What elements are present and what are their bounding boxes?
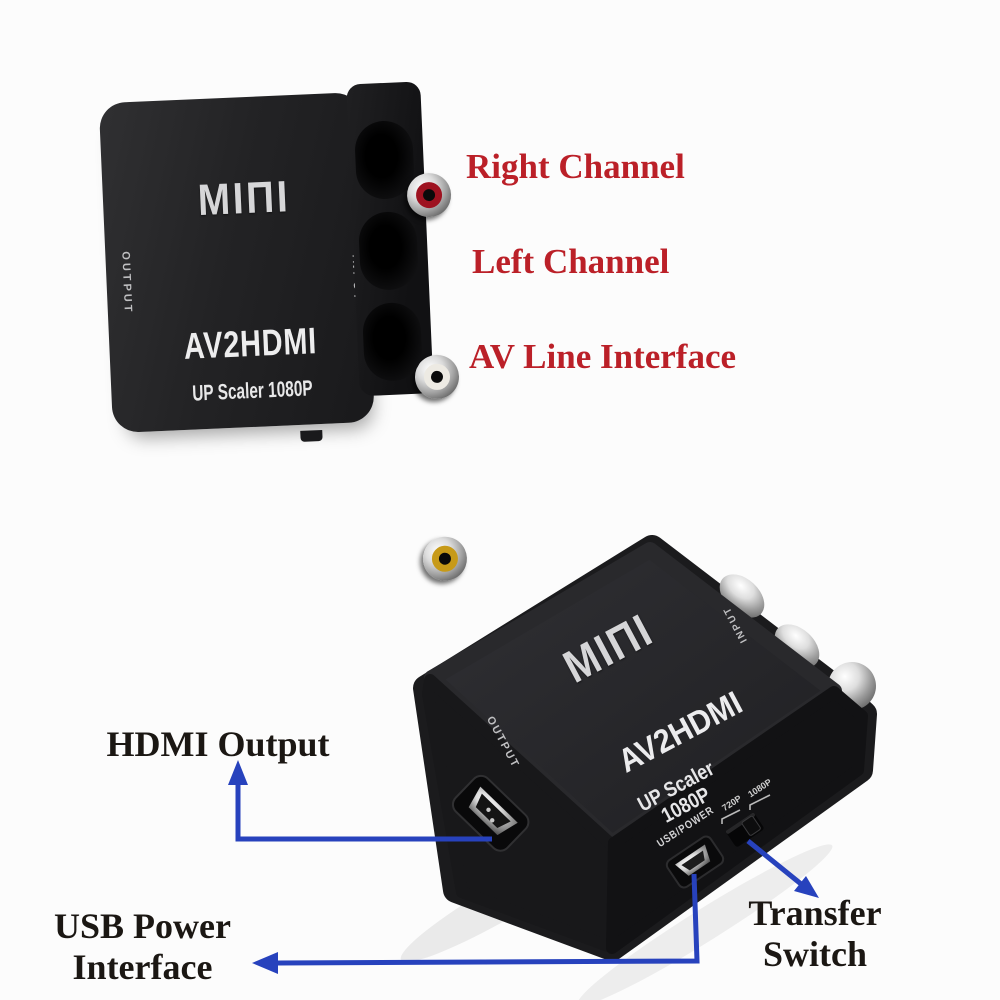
input-side-label: INPUT xyxy=(721,603,750,645)
hdmi-output-arrow xyxy=(228,760,492,842)
rca-recess xyxy=(361,301,468,582)
annotation-hdmi-output: HDMI Output xyxy=(106,724,330,764)
annotation-left-channel: Left Channel xyxy=(472,242,670,281)
device-tab xyxy=(300,429,323,442)
rca-input-panel xyxy=(346,81,468,582)
annotation-right-channel: Right Channel xyxy=(466,147,685,186)
annotation-line: USB Power xyxy=(54,906,231,946)
device-front-face: MIΠI OUTPUT INPUT AV2HDMI UP Scaler 1080… xyxy=(98,91,375,442)
annotation-av-line-interface: AV Line Interface xyxy=(469,337,737,376)
annotation-line: Transfer xyxy=(748,893,882,933)
rca-ring-red xyxy=(415,181,443,209)
device-left-face xyxy=(422,674,618,952)
rca-ring-yellow xyxy=(431,545,459,573)
hdmi-port xyxy=(451,774,530,852)
annotation-usb-power-interface: USB Power Interface xyxy=(30,906,255,988)
mini-logo: MIΠI xyxy=(196,172,292,226)
mini-usb-port xyxy=(665,835,725,889)
shadow xyxy=(400,838,610,962)
rca-recess xyxy=(357,210,460,400)
rca-plug xyxy=(828,662,876,710)
annotation-line: Interface xyxy=(72,947,213,987)
rca-recess xyxy=(353,119,452,219)
rca-jack-video xyxy=(421,535,468,582)
model-label: AV2HDMI xyxy=(182,320,318,367)
rca-jack-right-channel xyxy=(406,172,452,219)
usb-power-arrow xyxy=(252,873,700,974)
annotation-transfer-switch: Transfer Switch xyxy=(730,893,900,975)
subtitle-label: UP Scaler 1080P xyxy=(191,375,314,406)
annotation-line: Switch xyxy=(762,934,867,974)
av2hdmi-converter-front-view: MIΠI OUTPUT INPUT AV2HDMI UP Scaler 1080… xyxy=(88,76,468,582)
resolution-switch xyxy=(726,812,764,847)
rca-jack-left-channel xyxy=(414,353,460,400)
transfer-switch-arrow xyxy=(746,839,819,898)
mini-logo: MIΠI xyxy=(554,603,662,693)
output-side-label: OUTPUT xyxy=(484,714,522,771)
rca-plug xyxy=(774,624,820,668)
output-side-label: OUTPUT xyxy=(119,251,134,316)
rca-ring-white xyxy=(423,363,451,391)
